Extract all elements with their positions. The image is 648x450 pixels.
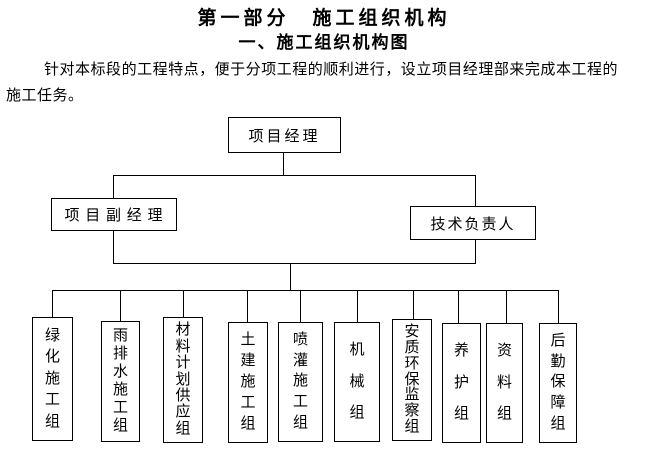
org-box-label-char: 护	[453, 374, 469, 391]
org-box-label-char: 组	[175, 420, 191, 437]
org-box-label-char: 保	[404, 371, 420, 388]
body-paragraph: 针对本标段的工程特点，便于分项工程的顺利进行，设立项目经理部来完成本工程的施工任…	[6, 62, 618, 104]
org-box-label-char: 养	[453, 343, 469, 360]
org-box-label-char: 组	[112, 418, 128, 434]
org-box-team-safety-quality: 安质环保监察组	[392, 319, 432, 441]
connector-line	[113, 175, 476, 176]
org-box-label-char: 建	[240, 353, 256, 369]
org-box-label-char: 械	[349, 373, 365, 390]
org-box-label-char: 工	[240, 395, 256, 411]
org-box-label-char: 保	[550, 374, 566, 391]
connector-line	[283, 153, 284, 176]
org-box-label-char: 组	[453, 405, 469, 422]
org-box-team-civil-works: 土建施工组	[228, 322, 268, 443]
org-box-team-rain-drainage: 雨排水施工组	[101, 321, 140, 442]
org-box-label-char: 施	[240, 374, 256, 390]
org-box-label-char: 雨	[112, 328, 128, 344]
org-box-label-char: 工	[292, 394, 308, 411]
org-box-label-char: 机	[349, 342, 365, 359]
connector-line	[475, 240, 476, 263]
org-box-label: 项 目 副 经 理	[64, 208, 164, 224]
page-title: 第一部分 施工组织机构	[197, 8, 451, 29]
org-box-label-char: 勤	[550, 353, 566, 370]
org-box-label: 技术负责人	[430, 216, 516, 233]
org-box-team-documentation: 资料组	[486, 323, 523, 443]
connector-line	[458, 290, 459, 323]
org-box-team-maintenance: 养护组	[442, 323, 481, 443]
org-box-label-char: 土	[240, 332, 256, 348]
org-box-label: 项目经理	[248, 128, 321, 145]
connector-line	[113, 231, 114, 263]
org-box-label-char: 水	[112, 364, 128, 380]
org-box-team-machinery: 机械组	[334, 322, 380, 442]
org-box-label-char: 计	[175, 355, 191, 372]
connector-line	[247, 290, 248, 322]
connector-line	[52, 290, 559, 291]
org-box-label-char: 施	[44, 370, 60, 387]
org-box-label-char: 供	[175, 387, 191, 404]
org-box-project-manager: 项目经理	[228, 117, 341, 153]
org-box-team-sprinkler: 喷灌施工组	[278, 322, 323, 442]
org-box-label-char: 施	[292, 373, 308, 390]
org-box-deputy-project-manager: 项 目 副 经 理	[51, 198, 177, 231]
org-box-label-char: 施	[112, 382, 128, 398]
org-box-label-char: 化	[44, 349, 60, 365]
connector-line	[506, 290, 507, 323]
connector-line	[558, 290, 559, 323]
org-box-label-char: 排	[112, 346, 128, 362]
org-box-label-char: 工	[44, 392, 60, 408]
org-box-label-char: 绿	[44, 327, 60, 344]
org-box-label-char: 组	[496, 405, 512, 422]
org-box-label-char: 环	[404, 355, 420, 372]
org-box-label-char: 后	[550, 332, 566, 349]
org-box-label-char: 料	[175, 338, 191, 355]
org-box-label-char: 障	[550, 395, 566, 412]
org-box-label-char: 应	[175, 404, 191, 421]
org-box-label-char: 组	[292, 415, 308, 432]
org-box-label-char: 监	[404, 387, 420, 404]
connector-line	[52, 290, 53, 317]
org-box-label-char: 质	[404, 339, 420, 356]
org-box-label-char: 料	[496, 374, 512, 391]
connector-line	[113, 175, 114, 198]
org-box-team-greening: 绿化施工组	[32, 317, 73, 441]
org-box-label-char: 工	[112, 400, 128, 416]
connector-line	[413, 290, 414, 319]
org-box-label-char: 组	[44, 413, 60, 430]
org-box-label-char: 划	[175, 371, 191, 388]
section-heading: 一、施工组织机构图	[238, 33, 410, 52]
org-box-label-char: 材	[175, 322, 191, 339]
connector-line	[357, 290, 358, 322]
org-box-label-char: 组	[240, 416, 256, 432]
org-box-label-char: 资	[496, 343, 512, 360]
org-box-label-char: 喷	[292, 331, 308, 348]
connector-line	[300, 290, 301, 322]
org-box-label-char: 组	[550, 416, 566, 433]
org-box-label-char: 灌	[292, 352, 308, 369]
org-box-team-material-supply: 材料计划供应组	[163, 317, 203, 443]
org-box-label-char: 组	[404, 419, 420, 436]
connector-line	[120, 290, 121, 321]
connector-line	[113, 263, 476, 264]
org-box-technical-director: 技术负责人	[410, 206, 536, 240]
connector-line	[290, 263, 291, 290]
connector-line	[475, 175, 476, 206]
org-box-label-char: 组	[349, 404, 365, 421]
org-box-label-char: 察	[404, 403, 420, 420]
org-box-team-logistics: 后勤保障组	[539, 323, 577, 443]
org-box-label-char: 安	[404, 323, 420, 340]
connector-line	[183, 290, 184, 317]
